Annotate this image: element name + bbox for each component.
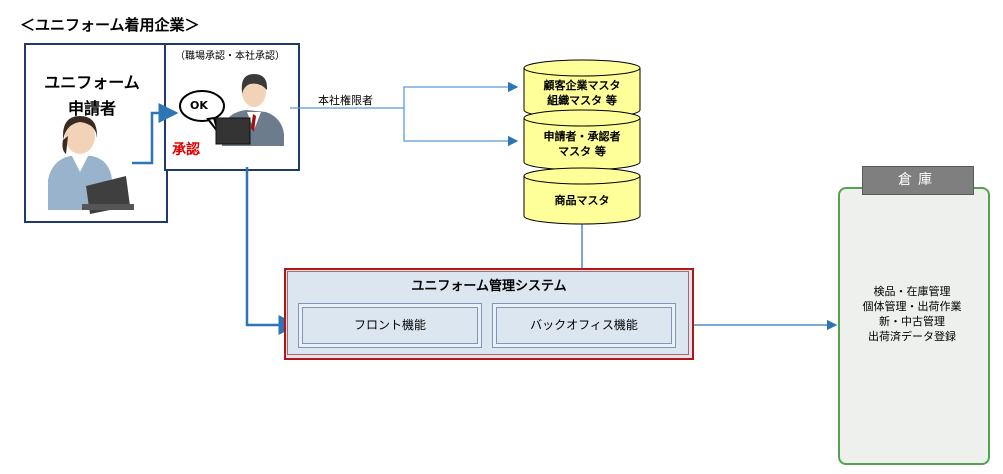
warehouse-task-item: 個体管理・出荷作業 <box>862 300 962 313</box>
master-cylinder-customer <box>523 59 641 119</box>
warehouse-task-item: 出荷済データ登録 <box>868 330 956 343</box>
master-product-label-line1: 商品マスタ <box>554 194 610 207</box>
approval-note: （職場承認・本社承認） <box>175 51 285 62</box>
ok-bubble-text: OK <box>190 99 208 112</box>
uniform-system-inner-border <box>287 271 689 355</box>
applicant-to-approver-arrow <box>132 103 179 165</box>
approver-person-illustration <box>215 74 284 146</box>
applicant-person-illustration <box>48 116 134 214</box>
master-applicant-label: 申請者・承認者 マスタ 等 <box>524 129 640 159</box>
master-cylinder-applicant <box>523 109 641 171</box>
master-cylinder-product <box>523 167 641 225</box>
warehouse-task-item: 新・中古管理 <box>879 315 945 328</box>
warehouse-task-list: 検品・在庫管理 個体管理・出荷作業 新・中古管理 出荷済データ登録 <box>840 284 984 344</box>
applicant-label-line1: ユニフォーム <box>44 73 140 92</box>
backoffice-function-box: バックオフィス機能 <box>492 303 676 348</box>
master-customer-label-line2: 組織マスタ 等 <box>547 94 617 107</box>
ok-speech-bubble <box>179 90 225 133</box>
master-customer-label-line1: 顧客企業マスタ <box>543 79 621 92</box>
warehouse-box <box>838 187 990 465</box>
master-applicant-label-line1: 申請者・承認者 <box>543 130 621 143</box>
master-product-label: 商品マスタ <box>524 193 640 208</box>
uniform-system-title: ユニフォーム管理システム <box>411 279 567 294</box>
master-applicant-label-line2: マスタ 等 <box>558 145 606 158</box>
warehouse-task-item: 検品・在庫管理 <box>873 285 951 298</box>
approver-to-front-arrow <box>245 167 299 335</box>
applicant-label-line2: 申請者 <box>67 99 116 118</box>
applicant-label: ユニフォーム 申請者 <box>22 70 162 122</box>
front-function-box: フロント機能 <box>298 303 482 348</box>
master-customer-label: 顧客企業マスタ 組織マスタ 等 <box>524 78 640 108</box>
company-section-title: ＜ユニフォーム着用企業＞ <box>20 16 200 34</box>
warehouse-header: 倉庫 <box>862 166 974 195</box>
head-office-auth-label: 本社権限者 <box>318 94 373 107</box>
approve-label: 承認 <box>172 142 200 158</box>
auth-to-master-arrows <box>290 81 519 147</box>
